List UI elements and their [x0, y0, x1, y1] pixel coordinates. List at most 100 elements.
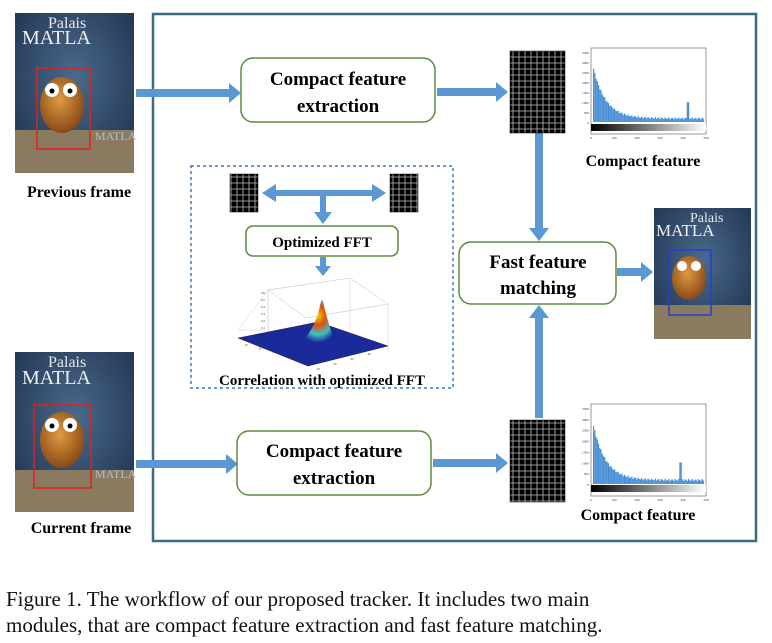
histogram-x-tick: 400	[680, 136, 686, 140]
histogram-bar	[669, 480, 671, 484]
histogram-bar	[694, 479, 696, 484]
histogram-bar	[615, 471, 617, 484]
histogram-bar	[620, 473, 622, 484]
histogram-bar	[620, 112, 622, 122]
histogram-bar	[607, 463, 610, 484]
histogram-bar	[649, 480, 651, 484]
histogram-bar	[609, 466, 611, 484]
histogram-bar	[623, 474, 626, 484]
extraction-box-bottom	[236, 430, 432, 496]
histogram-y-tick: 500	[584, 111, 590, 115]
arrows	[136, 82, 653, 474]
histogram-bar	[599, 89, 601, 122]
histogram-bar	[638, 479, 640, 484]
histogram-bar	[660, 117, 663, 122]
histogram-bar	[610, 465, 612, 484]
histogram-bar	[674, 479, 676, 484]
histogram-bar	[644, 116, 647, 122]
svg-text:MATLA: MATLA	[22, 27, 91, 49]
histogram-bar	[597, 84, 600, 122]
surface-z-tick: 0.6	[261, 291, 265, 295]
histogram-bar	[594, 430, 596, 484]
histogram-bar	[627, 475, 629, 484]
histogram-bar	[612, 469, 614, 484]
histogram-bar	[695, 117, 697, 122]
histogram-bar	[658, 117, 660, 122]
histogram-bar	[625, 476, 627, 484]
histogram-bar	[596, 439, 598, 484]
histogram-bar	[690, 118, 692, 122]
histogram-bar	[621, 112, 623, 122]
histogram-bar	[655, 480, 658, 484]
histogram-bar	[690, 480, 692, 484]
histogram-bar	[612, 109, 614, 122]
histogram-bar	[622, 476, 624, 484]
histogram-bar	[691, 478, 693, 484]
histogram-y-tick: 1500	[582, 91, 589, 95]
histogram-bar	[696, 119, 698, 122]
histogram-bar	[616, 111, 618, 122]
histogram-bar	[680, 118, 682, 122]
svg-text:MATLA: MATLA	[22, 367, 91, 389]
histogram-y-tick: 3500	[582, 51, 589, 55]
histogram-bar	[597, 443, 600, 484]
histogram-x-tick: 100	[611, 136, 617, 140]
histogram-bar	[642, 479, 644, 484]
svg-text:Palais: Palais	[48, 354, 86, 371]
histogram-bar	[609, 105, 611, 122]
surface-x-tick: 30	[272, 350, 276, 354]
svg-text:Palais: Palais	[48, 15, 86, 32]
histogram-bar	[638, 117, 640, 122]
arrow-prev-to-extraction	[136, 83, 241, 103]
histogram-bar	[653, 480, 655, 484]
histogram-bar	[636, 117, 638, 122]
histogram-bar	[646, 118, 648, 122]
histogram-bar	[684, 117, 686, 122]
histogram-bar	[634, 116, 637, 122]
histogram-bar	[630, 477, 632, 484]
histogram-bar	[700, 480, 702, 484]
histogram-bar	[652, 480, 654, 484]
histogram-bar	[626, 477, 628, 484]
histogram-bar	[647, 478, 649, 484]
histogram-y-tick: 3000	[582, 61, 589, 65]
histogram-y-tick: 3000	[582, 418, 589, 422]
arrow-curr-to-extraction	[136, 454, 238, 474]
histogram-bar	[618, 113, 621, 122]
histogram-bar	[679, 119, 681, 122]
histogram-bar	[623, 113, 626, 122]
histogram-bar	[654, 478, 656, 484]
feature-map-bottom	[509, 419, 566, 503]
histogram-x-tick: 0	[590, 498, 592, 502]
surface-x-tick: 20	[258, 347, 262, 351]
surface-z-tick: 0.2	[261, 319, 265, 323]
histogram-y-tick: 3500	[582, 407, 589, 411]
svg-text:Palais: Palais	[690, 211, 723, 226]
surface-y-tick: 20	[333, 362, 337, 366]
outer-frame	[151, 12, 758, 543]
histogram-bar	[660, 479, 663, 484]
figure-caption-line-2: modules, that are compact feature extrac…	[6, 613, 603, 637]
current-frame-image: Palais MATLA MATLA	[15, 352, 137, 512]
compact-feature-label-top: Compact feature	[586, 153, 701, 170]
histogram-top-colorbar	[591, 124, 706, 131]
histogram-bar	[599, 448, 601, 484]
histogram-x-tick: 100	[611, 498, 617, 502]
surface-y-tick: 40	[367, 352, 371, 356]
histogram-bar	[606, 461, 608, 484]
histogram-x-tick: 300	[657, 136, 663, 140]
optimized-fft-box	[245, 225, 399, 257]
histogram-bar	[655, 118, 658, 122]
histogram-bar	[687, 479, 690, 484]
histogram-bar	[611, 467, 613, 484]
surface-x-tick: 50	[300, 357, 304, 361]
histogram-bar	[606, 101, 608, 122]
histogram-bar	[668, 117, 670, 122]
surface-z-tick: 0.1	[261, 326, 265, 330]
histogram-bar	[628, 116, 630, 122]
histogram-bar	[678, 117, 680, 122]
histogram-bar	[702, 480, 704, 484]
compact-feature-label-bottom: Compact feature	[581, 507, 696, 524]
histogram-bar	[681, 117, 684, 122]
